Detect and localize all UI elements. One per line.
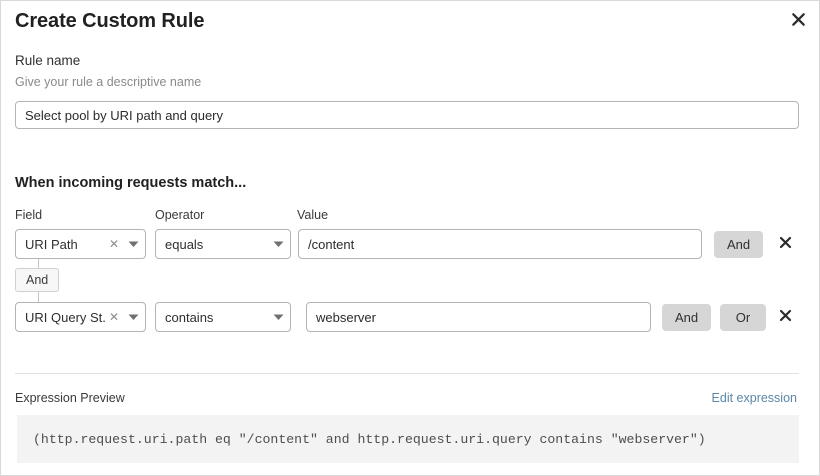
clear-icon[interactable]: ✕ bbox=[108, 237, 120, 251]
chevron-down-icon[interactable] bbox=[266, 241, 290, 248]
add-and-condition-button-row-1[interactable]: And bbox=[714, 231, 764, 258]
delete-condition-button-row-2[interactable] bbox=[772, 302, 798, 332]
section-divider bbox=[15, 373, 799, 374]
chevron-down-icon[interactable] bbox=[121, 241, 145, 248]
column-header-field: Field bbox=[15, 208, 43, 222]
field-select-row-1[interactable]: URI Path ✕ bbox=[15, 229, 146, 259]
add-and-condition-button-row-2[interactable]: And bbox=[662, 304, 712, 331]
clear-icon[interactable]: ✕ bbox=[108, 310, 120, 324]
condition-connector-and[interactable]: And bbox=[15, 268, 60, 292]
operator-select-row-2[interactable]: contains bbox=[155, 302, 291, 332]
value-input-row-1[interactable] bbox=[298, 229, 702, 259]
column-header-value: Value bbox=[297, 208, 329, 222]
rule-name-input[interactable] bbox=[15, 101, 799, 129]
close-icon bbox=[779, 309, 792, 325]
chevron-down-icon[interactable] bbox=[266, 314, 290, 321]
field-select-value-row-2: URI Query St... bbox=[25, 309, 107, 325]
operator-select-value-row-1: equals bbox=[165, 236, 204, 252]
delete-condition-button-row-1[interactable] bbox=[772, 229, 798, 259]
field-select-value-row-1: URI Path bbox=[25, 236, 78, 252]
rule-condition-row: URI Query St... ✕ contains And Or bbox=[1, 302, 819, 332]
match-section-heading: When incoming requests match... bbox=[15, 175, 247, 191]
close-icon bbox=[791, 12, 806, 27]
value-input-row-2[interactable] bbox=[306, 302, 651, 332]
page-title: Create Custom Rule bbox=[15, 10, 205, 32]
expression-preview-code: (http.request.uri.path eq "/content" and… bbox=[17, 415, 799, 463]
expression-preview-label: Expression Preview bbox=[15, 391, 125, 405]
field-select-row-2[interactable]: URI Query St... ✕ bbox=[15, 302, 146, 332]
chevron-down-icon[interactable] bbox=[121, 314, 145, 321]
close-icon bbox=[779, 236, 792, 252]
rule-name-label: Rule name bbox=[15, 53, 81, 68]
edit-expression-link[interactable]: Edit expression bbox=[711, 391, 797, 405]
rule-condition-row: URI Path ✕ equals And bbox=[1, 229, 819, 259]
column-header-operator: Operator bbox=[155, 208, 205, 222]
close-modal-button[interactable] bbox=[786, 7, 810, 31]
operator-select-row-1[interactable]: equals bbox=[155, 229, 291, 259]
rule-name-hint: Give your rule a descriptive name bbox=[15, 75, 202, 89]
add-or-condition-button-row-2[interactable]: Or bbox=[720, 304, 766, 331]
operator-select-value-row-2: contains bbox=[165, 309, 214, 325]
